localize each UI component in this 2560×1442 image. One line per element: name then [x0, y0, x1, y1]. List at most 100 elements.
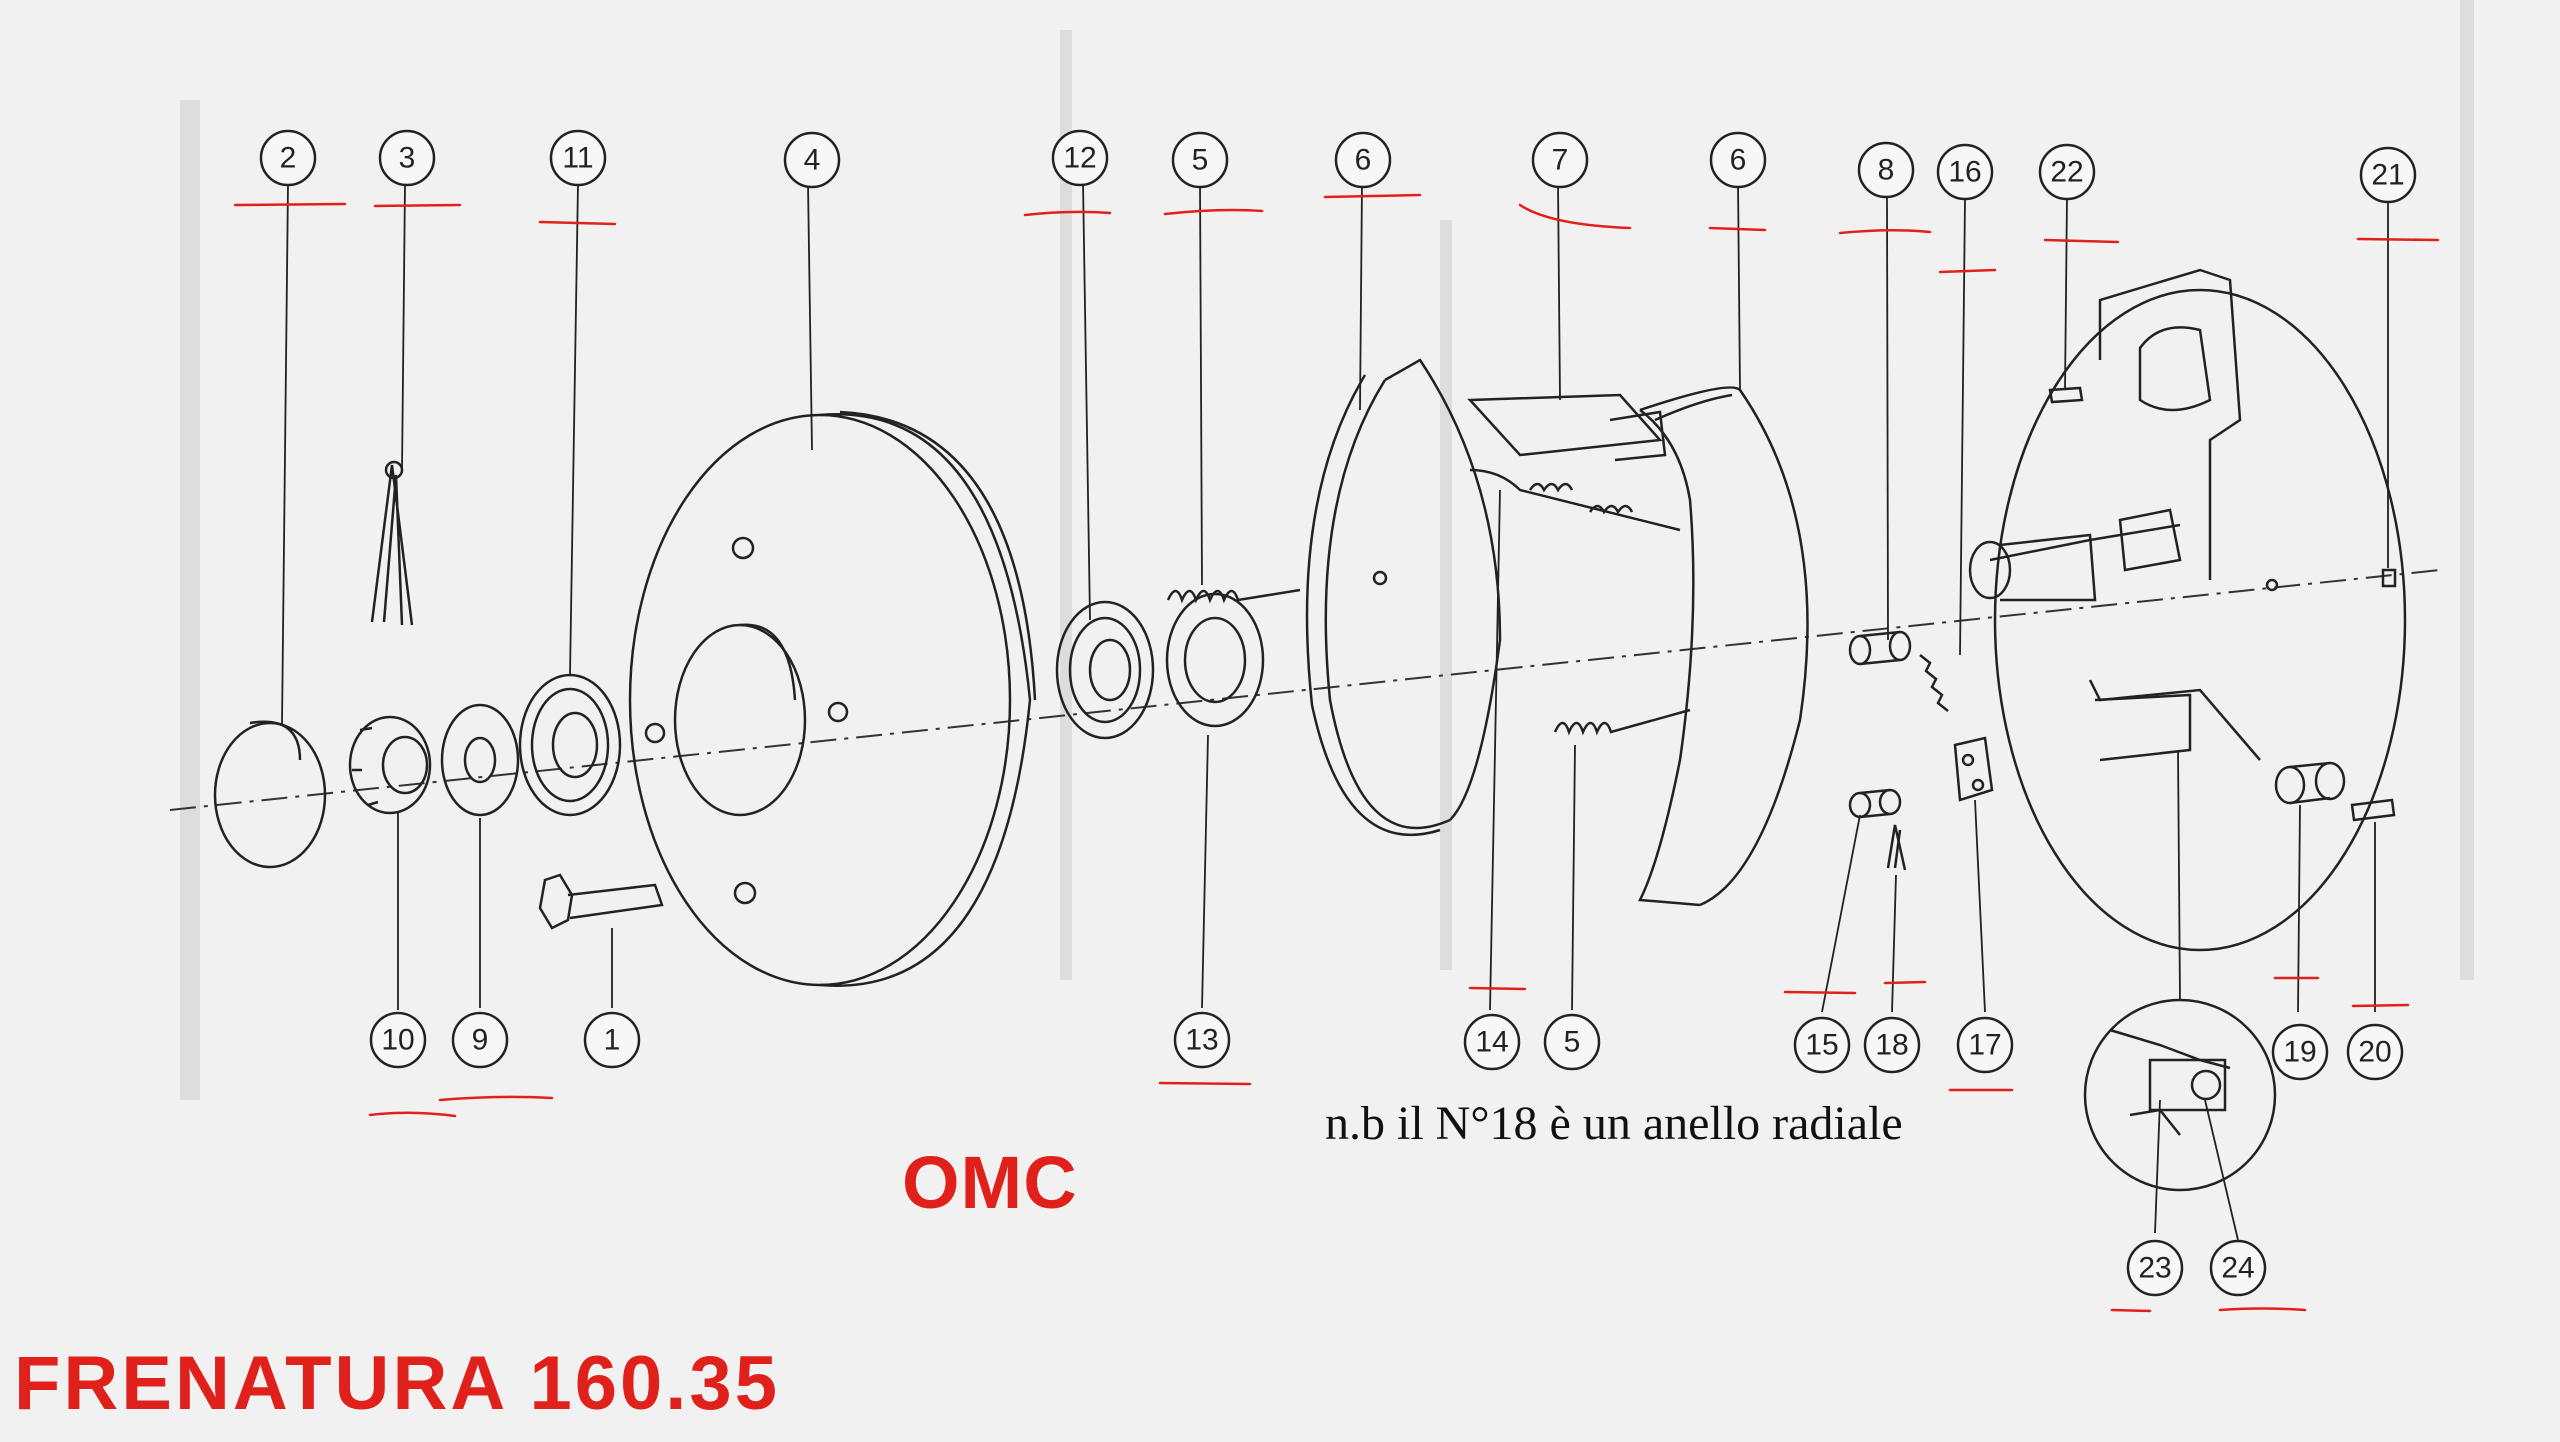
callout-5b: 5: [1543, 1013, 1601, 1071]
callout-number: 24: [2221, 1252, 2254, 1285]
part-outer-bearing: [518, 673, 622, 817]
part-return-spring-lower: [1553, 708, 1691, 736]
callout-13: 13: [1173, 1011, 1231, 1069]
callout-17: 17: [1956, 1016, 2014, 1074]
detail-inset: [2083, 998, 2277, 1192]
callout-9: 9: [451, 1011, 509, 1069]
callout-24: 24: [2209, 1239, 2267, 1297]
callout-circle: [2346, 1023, 2404, 1081]
callout-number: 19: [2283, 1036, 2316, 1069]
callout-number: 11: [562, 142, 593, 175]
part-spring-set: [1469, 468, 1681, 532]
callout-number: 23: [2138, 1252, 2171, 1285]
diagram-title: FRENATURA 160.35: [14, 1341, 780, 1426]
callout-18: 18: [1863, 1016, 1921, 1074]
part-backing-plate: [1968, 268, 2407, 952]
callout-circle: [378, 129, 436, 187]
callout-circle: [1857, 141, 1915, 199]
callout-number: 17: [1968, 1029, 2001, 1062]
callout-12: 12: [1051, 129, 1109, 187]
callout-circle: [451, 1011, 509, 1069]
callout-21: 21: [2359, 146, 2417, 204]
callout-number: 13: [1185, 1024, 1218, 1057]
callout-number: 1: [604, 1024, 621, 1057]
part-washer: [440, 703, 520, 817]
center-axis: [169, 569, 2441, 811]
part-bolt: [2048, 386, 2084, 404]
callout-circle: [583, 1011, 641, 1069]
part-brake-shoe-right: [1638, 386, 1809, 907]
callout-number: 2: [280, 142, 297, 175]
part-wheel-stud: [538, 873, 664, 930]
callout-6b: 6: [1709, 131, 1767, 189]
callout-circle: [2038, 143, 2096, 201]
part-small-spring: [1919, 654, 1949, 712]
callout-circle: [369, 1011, 427, 1069]
note-text: n.b il N°18 è un anello radiale: [1325, 1097, 1903, 1150]
callout-1: 1: [583, 1011, 641, 1069]
callout-circle: [1171, 131, 1229, 189]
callout-5a: 5: [1171, 131, 1229, 189]
callout-circle: [2126, 1239, 2184, 1297]
brand-label: OMC: [902, 1141, 1078, 1224]
callout-circle: [1531, 131, 1589, 189]
callout-circle: [549, 129, 607, 187]
callout-number: 3: [399, 142, 416, 175]
part-return-spring-upper: [1166, 588, 1301, 604]
callout-circle: [1334, 131, 1392, 189]
callout-15: 15: [1793, 1016, 1851, 1074]
callout-number: 16: [1948, 156, 1981, 189]
callout-circle: [1463, 1013, 1521, 1071]
callout-2: 2: [259, 129, 317, 187]
callout-number: 6: [1355, 144, 1372, 177]
part-hub-cap: [213, 720, 327, 869]
callout-11: 11: [549, 129, 607, 187]
callout-number: 6: [1730, 144, 1747, 177]
callout-23: 23: [2126, 1239, 2184, 1297]
background-bleedthrough: [180, 0, 2474, 1100]
callout-20: 20: [2346, 1023, 2404, 1081]
callout-circle: [783, 131, 841, 189]
callout-number: 21: [2371, 159, 2404, 192]
part-pin: [1848, 630, 1912, 666]
callout-6a: 6: [1334, 131, 1392, 189]
callout-number: 9: [472, 1024, 489, 1057]
callout-circle: [1543, 1013, 1601, 1071]
callout-circle: [259, 129, 317, 187]
callout-16: 16: [1936, 143, 1994, 201]
callout-circle: [1173, 1011, 1231, 1069]
callout-number: 10: [381, 1024, 414, 1057]
part-brake-drum: [628, 410, 1037, 987]
callout-circle: [1863, 1016, 1921, 1074]
callout-circle: [1956, 1016, 2014, 1074]
callout-14: 14: [1463, 1013, 1521, 1071]
callout-circle: [2271, 1023, 2329, 1081]
callout-3: 3: [378, 129, 436, 187]
part-short-pin: [1848, 788, 1902, 819]
part-brake-shoe-left: [1305, 358, 1502, 836]
callout-number: 22: [2050, 156, 2083, 189]
callout-number: 15: [1805, 1029, 1838, 1062]
part-grease-seal: [1165, 592, 1265, 728]
callout-8: 8: [1857, 141, 1915, 199]
red-annotations: [233, 193, 2440, 1313]
callout-number: 18: [1875, 1029, 1908, 1062]
callout-number: 14: [1475, 1026, 1508, 1059]
callout-number: 20: [2358, 1036, 2391, 1069]
leader-lines: [281, 181, 2389, 1241]
callout-number: 12: [1063, 142, 1096, 175]
callout-number: 7: [1552, 144, 1569, 177]
part-adjuster: [1467, 393, 1667, 462]
callout-circle: [2359, 146, 2417, 204]
part-screw: [2350, 798, 2396, 822]
callout-number: 5: [1564, 1026, 1581, 1059]
callout-circle: [2209, 1239, 2267, 1297]
part-bushing: [2274, 761, 2346, 805]
callout-19: 19: [2271, 1023, 2329, 1081]
callout-circle: [1709, 131, 1767, 189]
part-inner-bearing: [1055, 600, 1155, 740]
callout-7: 7: [1531, 131, 1589, 189]
callout-number: 5: [1192, 144, 1209, 177]
